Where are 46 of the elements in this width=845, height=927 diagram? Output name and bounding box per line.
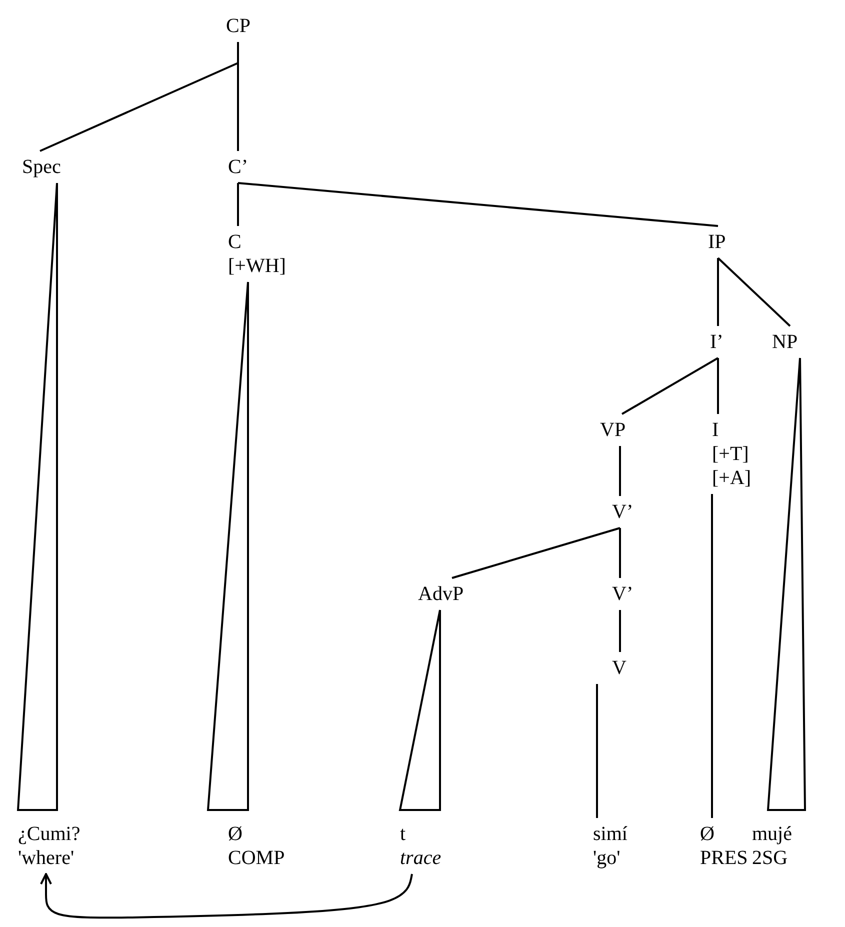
word-label: mujé — [752, 822, 792, 846]
word-label: ¿Cumi? — [18, 822, 80, 846]
category-label: V — [612, 656, 626, 680]
branch-line — [717, 358, 719, 414]
triangle-branch — [398, 609, 441, 811]
branch-line — [596, 684, 598, 818]
gloss-label: PRES — [700, 846, 748, 870]
category-label: I — [712, 418, 720, 442]
branch-line — [619, 528, 621, 578]
category-label: AdvP — [418, 582, 464, 606]
category-label: Spec — [22, 155, 61, 179]
branch-line — [237, 42, 239, 151]
feature-label: [+A] — [712, 466, 752, 490]
gloss-label: trace — [400, 846, 442, 870]
word-label: Ø — [228, 822, 244, 846]
movement-arrow — [40, 873, 413, 919]
triangle-branch — [16, 182, 58, 811]
category-label: V’ — [612, 582, 634, 606]
category-label: VP — [600, 418, 626, 442]
branch-line — [238, 182, 718, 227]
branch-line — [619, 446, 621, 496]
category-label: V’ — [612, 500, 634, 524]
feature-label: [+WH] — [228, 254, 286, 278]
word-label: Ø — [700, 822, 716, 846]
category-label: CP — [226, 14, 250, 38]
category-label: NP — [772, 330, 798, 354]
word-label: simí — [593, 822, 628, 846]
triangle-branch — [206, 281, 249, 811]
branch-line — [622, 357, 718, 415]
branch-line — [711, 494, 713, 818]
gloss-label: 'where' — [18, 846, 76, 870]
word-label: t — [400, 822, 407, 846]
branch-line — [619, 610, 621, 652]
triangle-branch — [766, 357, 806, 811]
category-label: I’ — [710, 330, 724, 354]
branch-line — [237, 183, 239, 226]
gloss-label: 2SG — [752, 846, 789, 870]
branch-line — [717, 257, 791, 327]
feature-label: [+T] — [712, 442, 750, 466]
gloss-label: COMP — [228, 846, 285, 870]
category-label: IP — [708, 230, 726, 254]
gloss-label: 'go' — [593, 846, 622, 870]
branch-line — [452, 527, 620, 579]
branch-line — [717, 258, 719, 326]
category-label: C — [228, 230, 242, 254]
category-label: C’ — [228, 155, 248, 179]
